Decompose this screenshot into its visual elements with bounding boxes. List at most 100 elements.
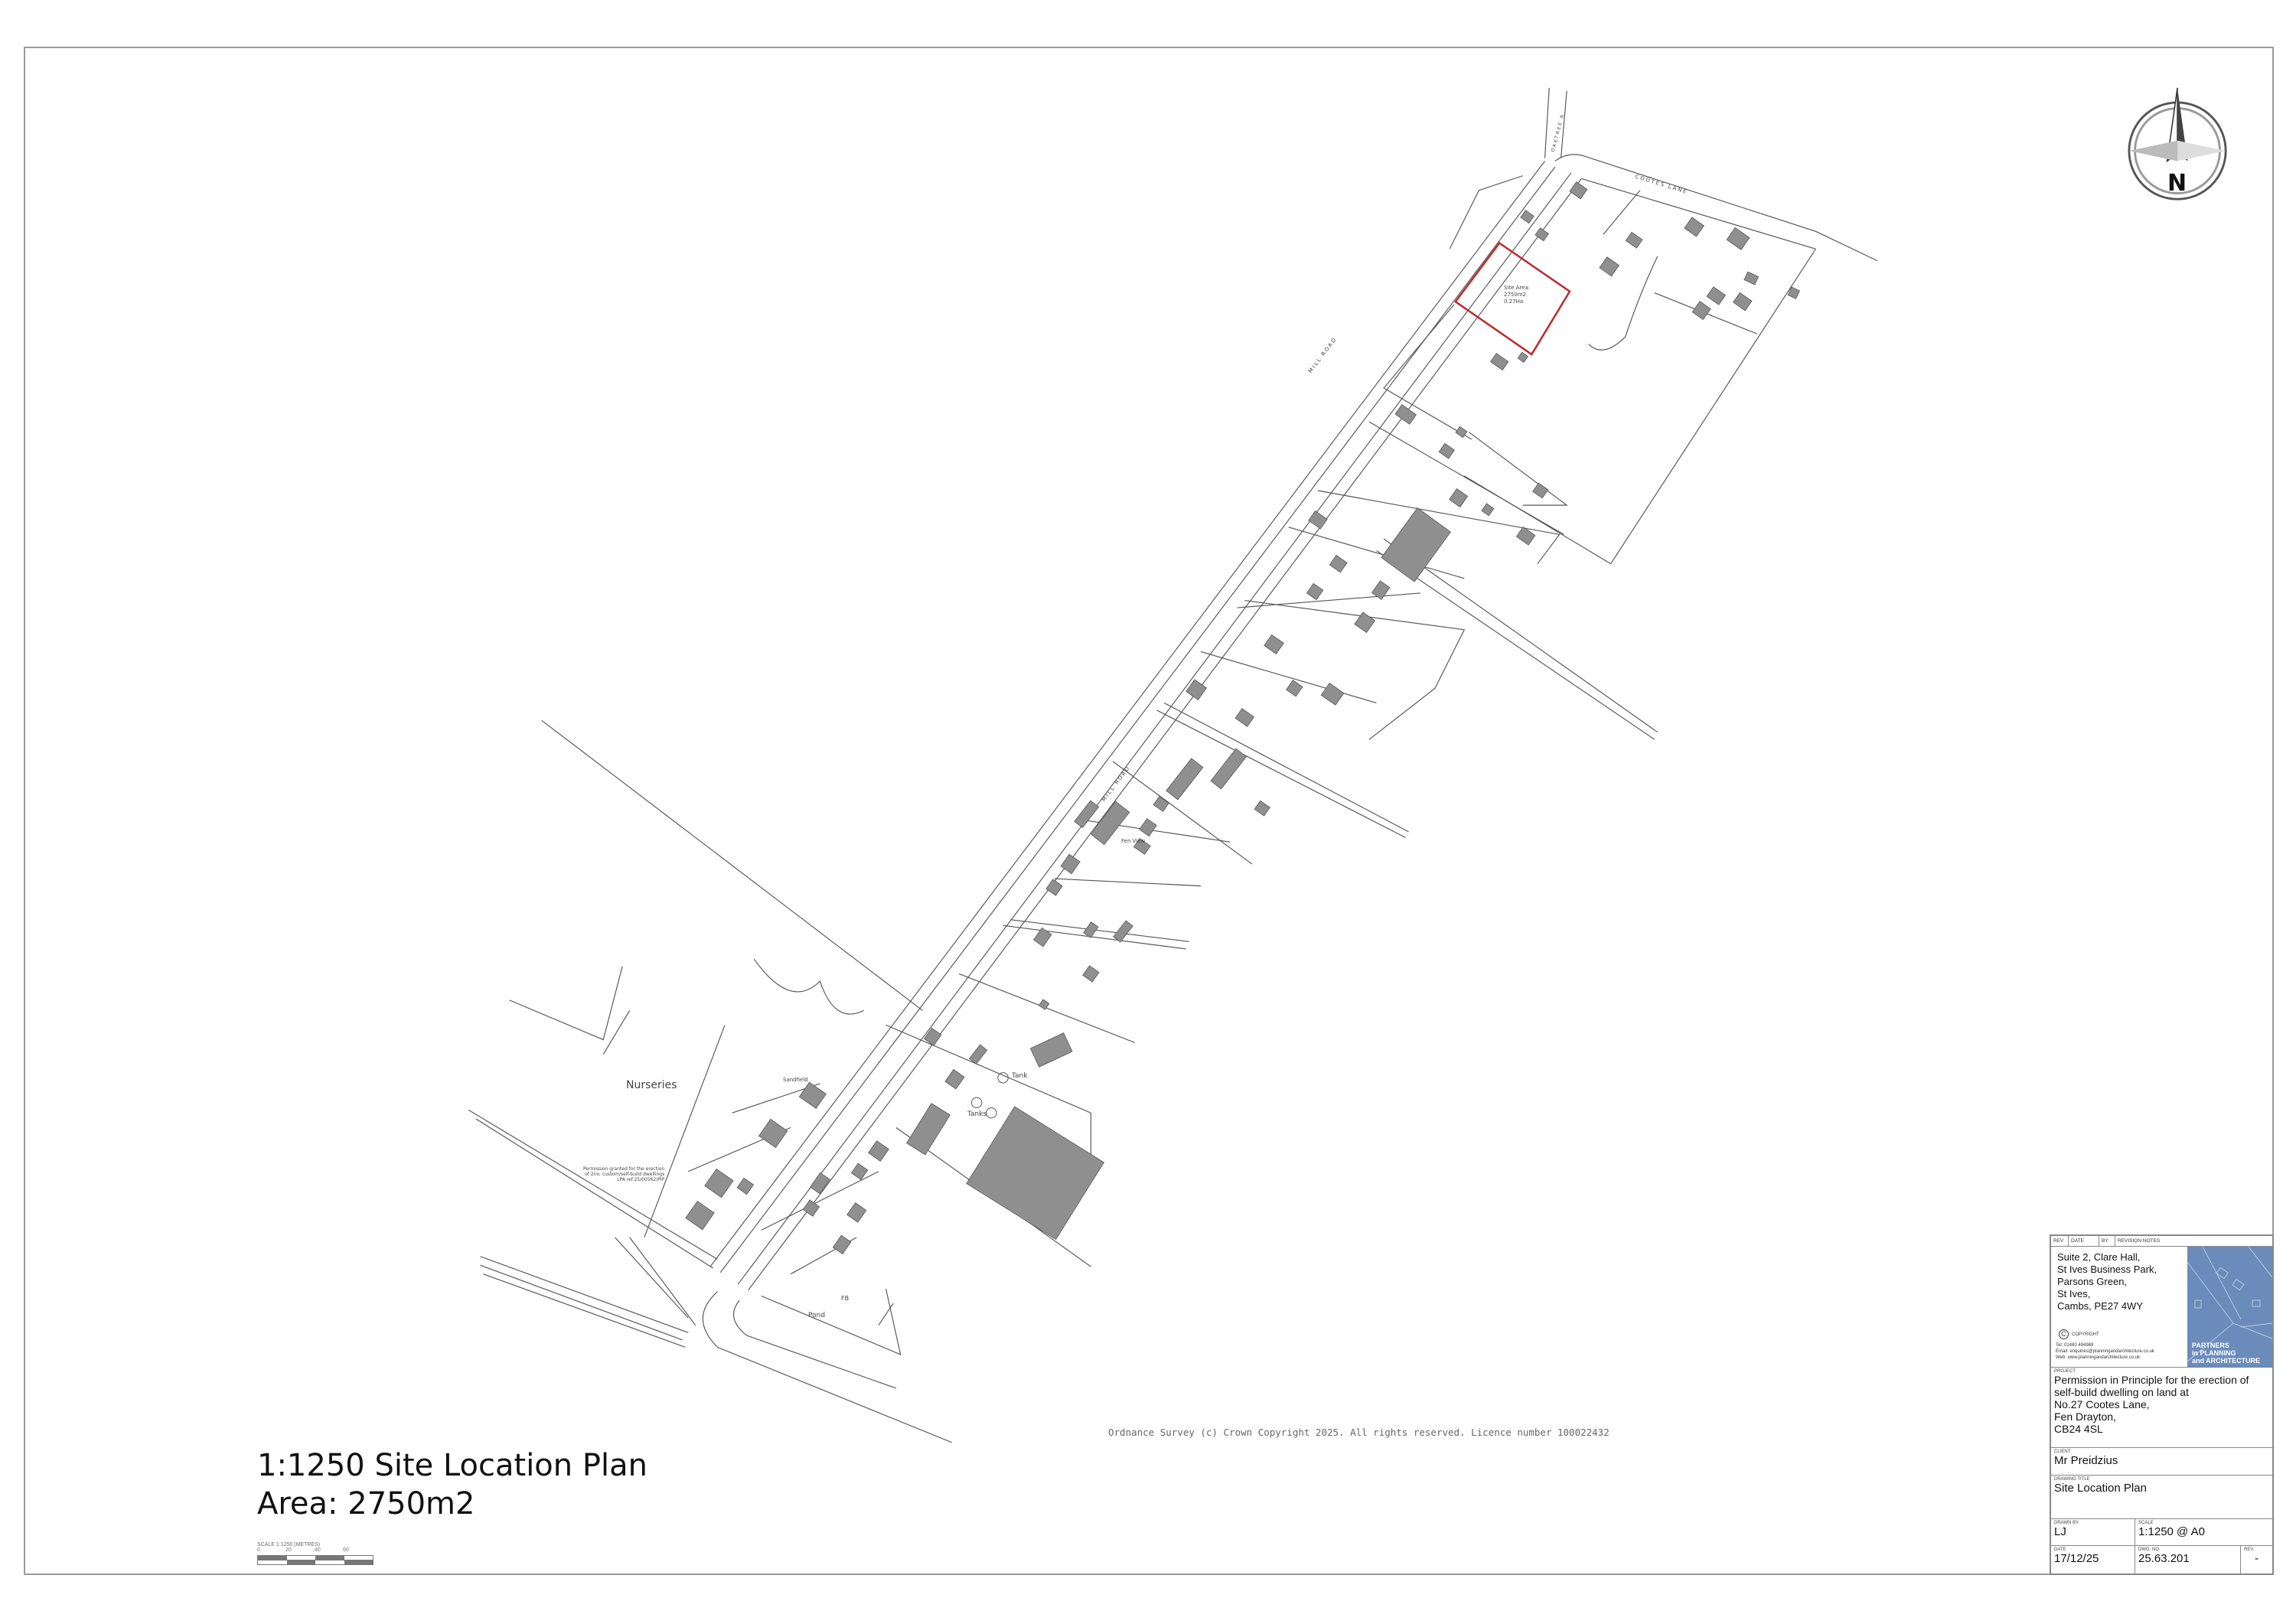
scale-tick: 20 [285,1547,292,1553]
tank-symbol [986,1107,997,1119]
copyright-label: COPYRIGHT [2072,1332,2099,1337]
client-section: CLIENT Mr Preidzius [2051,1448,2272,1476]
web-link[interactable]: Web: www.planningandarchitecture.co.uk [2056,1355,2140,1360]
building-footprint [1139,818,1157,837]
rev-col: REV [2051,1236,2069,1247]
building-footprint [736,1177,755,1195]
building-footprint [1569,181,1588,200]
building-footprint [1520,210,1534,224]
address-line: Parsons Green, [2057,1276,2128,1287]
building-footprint [810,1172,830,1195]
building-footprint [1394,404,1417,425]
north-label: N [2167,170,2187,197]
building-footprint [1449,488,1469,508]
logo-line: in PLANNING [2192,1349,2236,1357]
date-value: 17/12/25 [2054,1552,2099,1565]
building-footprint [1060,853,1081,875]
permission-note-line: of 2no. custom/self-build dwellings [585,1172,665,1177]
buildings [685,181,1800,1255]
date-label: DATE [2054,1547,2066,1552]
building-footprint [906,1103,951,1156]
building-footprint [1691,301,1711,321]
building-footprint [968,1044,988,1065]
building-footprint [1153,796,1169,812]
building-footprint [1234,708,1255,727]
scale-value: 1:1250 @ A0 [2138,1525,2205,1538]
practice-logo: PARTNERS in PLANNING and ARCHITECTURE [2187,1247,2272,1368]
address-line: St Ives, [2057,1288,2091,1300]
building-footprint [798,1081,827,1109]
label-sandfield: Sandfield [783,1077,808,1083]
building-footprint [1455,426,1468,439]
practice-address: Suite 2, Clare Hall, St Ives Business Pa… [2057,1251,2157,1313]
building-footprint [1726,227,1750,250]
building-footprint [1743,271,1760,285]
tank-symbol [997,1072,1009,1084]
contact-details: Tel: 01480 494969 Email: enquiries@plann… [2056,1342,2154,1361]
address-line: Cambs, PE27 4WY [2057,1300,2143,1312]
title-block: REV DATE BY REVISION NOTES Suite 2, Clar… [2050,1234,2274,1575]
os-copyright: Ordnance Survey (c) Crown Copyright 2025… [1108,1427,1609,1438]
copyright-icon: C [2059,1329,2069,1339]
building-footprint [1329,554,1348,573]
label-nurseries: Nurseries [626,1079,677,1091]
site-area-ha: 0.27Ha [1504,298,1524,305]
practice-details: Suite 2, Clare Hall, St Ives Business Pa… [2051,1247,2272,1368]
building-footprint [1029,1032,1073,1068]
building-footprint [924,1027,942,1046]
tel: Tel: 01480 494969 [2056,1343,2094,1348]
scale-tick: 40 [315,1547,321,1553]
site-area-title: Site Area: [1504,285,1531,291]
address-line: St Ives Business Park, [2057,1264,2157,1275]
logo-map-graphic [2187,1247,2272,1362]
by-col: BY [2099,1236,2115,1247]
building-footprint [1733,292,1753,311]
building-footprint [832,1234,852,1255]
building-footprint [1438,442,1455,459]
permission-note-line: Permission granted for the erection [583,1166,665,1172]
building-footprint [1599,256,1619,277]
building-footprint [1489,353,1509,371]
building-footprint [1133,838,1151,855]
building-footprint [1308,510,1328,530]
building-footprint [758,1118,788,1149]
building-footprint [1082,965,1100,983]
rev-label: REV. [2244,1547,2255,1552]
project-line: No.27 Cootes Lane, [2054,1398,2150,1410]
plan-heading-scale: 1:1250 Site Location Plan [257,1448,647,1483]
building-footprint [1264,634,1284,654]
site-boundary [1454,241,1571,356]
site-area-label: Site Area: 2750m2 0.27Ha [1504,285,1530,305]
scale-bar: SCALE 1:1250 (METRES) 0 20 40 60 [257,1542,373,1565]
building-footprint [846,1202,867,1223]
drawn-scale-row: DRAWN BY LJ SCALE 1:1250 @ A0 [2051,1519,2272,1546]
building-footprint [944,1068,965,1090]
scale-tick: 60 [343,1547,349,1553]
logo-line: and ARCHITECTURE [2192,1357,2261,1365]
building-footprint [1166,758,1204,801]
building-footprint [1083,921,1099,938]
building-footprint [1306,582,1324,601]
drawing-title-label: DRAWING TITLE [2054,1477,2090,1482]
building-footprint [1045,879,1063,896]
address-line: Suite 2, Clare Hall, [2057,1251,2141,1263]
email-link[interactable]: Email: enquiries@planningandarchitecture… [2056,1349,2154,1354]
permission-note-line: LPA ref.25/00562/PIP [617,1177,665,1182]
dwg-number: 25.63.201 [2138,1552,2190,1565]
scale-label: SCALE [2138,1521,2154,1525]
label-fen-view: Fen View [1121,838,1146,844]
project-label: PROJECT [2054,1369,2076,1374]
building-footprint [1113,920,1133,943]
project-line: Fen Drayton, [2054,1410,2116,1423]
building-footprint [685,1200,715,1231]
building-footprint [850,1163,869,1180]
plan-heading-area: Area: 2750m2 [257,1486,475,1521]
label-tank: Tank [1012,1072,1028,1080]
building-footprint [1371,580,1391,600]
building-footprint [1684,217,1704,237]
date-col: DATE [2069,1236,2099,1247]
label-pond: Pond [808,1312,826,1319]
building-footprint [1515,527,1536,546]
drawing-frame [24,47,2274,1575]
building-footprint [1381,507,1451,582]
